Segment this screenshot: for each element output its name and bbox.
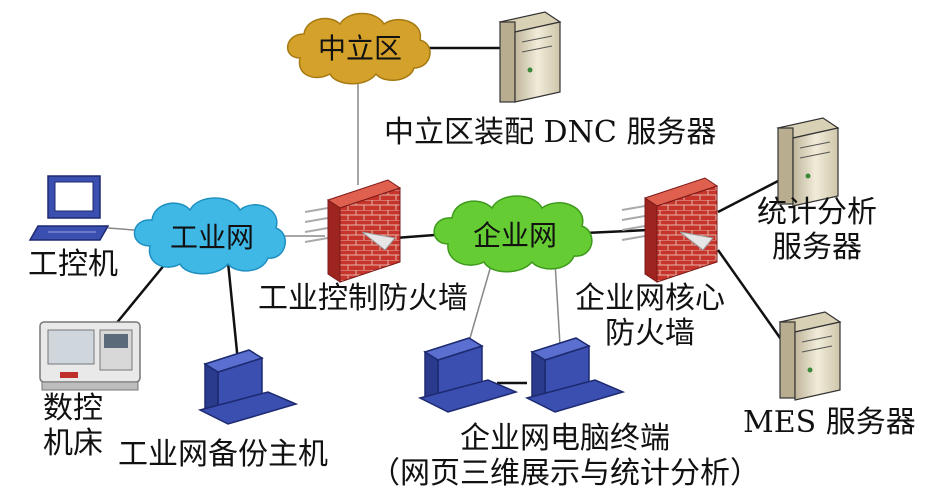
stat-server-label: 统计分析 服务器 [742, 195, 892, 265]
industrial-cloud-label: 工业网 [170, 221, 254, 254]
enterprise-cloud-label: 企业网 [473, 219, 557, 252]
ipc-computer-icon [28, 175, 110, 241]
cnc-machine-icon [39, 321, 141, 391]
backup-host-label: 工业网备份主机 [118, 437, 328, 472]
industrial-firewall-icon [304, 179, 402, 283]
dnc-server-label: 中立区装配 DNC 服务器 [384, 115, 717, 150]
stat-server-label-line1: 统计分析 [757, 195, 877, 230]
core-firewall-label: 企业网核心 防火墙 [565, 281, 735, 351]
mes-server-icon [778, 311, 842, 401]
dmz-cloud-label: 中立区 [318, 32, 402, 65]
backup-host-icon [197, 349, 299, 425]
mes-server-label: MES 服务器 [743, 405, 916, 440]
dnc-server-icon [498, 11, 562, 103]
enterprise-pc-label-line2: （网页三维展示与统计分析） [370, 455, 760, 491]
cnc-label: 数控 机床 [38, 391, 108, 461]
cnc-label-line2: 机床 [43, 425, 103, 461]
ipc-label: 工控机 [28, 247, 118, 282]
core-firewall-icon [621, 177, 719, 283]
stat-server-icon [776, 117, 840, 207]
stat-server-label-line2: 服务器 [772, 229, 862, 265]
enterprise-cloud-icon: 企业网 [433, 195, 593, 273]
core-firewall-label-line1: 企业网核心 [575, 281, 725, 316]
enterprise-pc-label-line1: 企业网电脑终端 [460, 421, 670, 456]
cnc-label-line1: 数控 [43, 391, 103, 426]
industrial-cloud-icon: 工业网 [133, 197, 286, 275]
dmz-cloud-icon: 中立区 [287, 12, 431, 85]
enterprise-pc-2-icon [524, 337, 626, 413]
connections [107, 46, 792, 385]
core-firewall-label-line2: 防火墙 [605, 315, 695, 351]
enterprise-pc-label: 企业网电脑终端 （网页三维展示与统计分析） [345, 421, 785, 491]
enterprise-pc-1-icon [417, 337, 519, 413]
industrial-firewall-label: 工业控制防火墙 [258, 281, 468, 316]
